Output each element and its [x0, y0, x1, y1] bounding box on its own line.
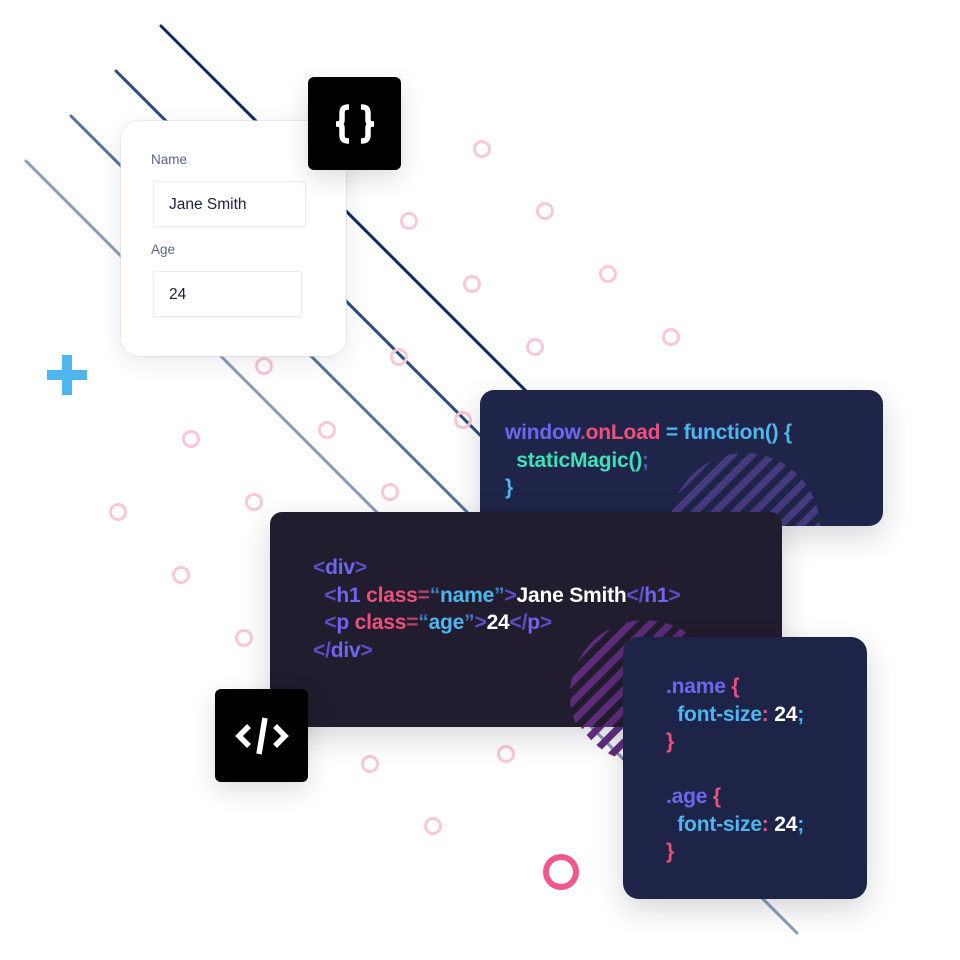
indent: [313, 611, 324, 634]
html-token: p: [527, 611, 540, 634]
css-token: }: [666, 840, 674, 863]
code-tag-icon: [215, 689, 308, 782]
html-token: >: [360, 638, 373, 662]
pink-dot: [318, 421, 336, 439]
html-token: div: [330, 638, 361, 662]
html-token: Jane Smith: [516, 583, 627, 607]
pink-dot: [473, 140, 491, 158]
html-token: ”: [494, 583, 505, 607]
pink-dot: [390, 348, 408, 366]
html-code: <div> <h1 class=“name”>Jane Smith</h1> <…: [313, 554, 681, 664]
html-token: “: [429, 583, 441, 607]
html-token: h1: [336, 583, 361, 607]
pink-dot: [109, 503, 127, 521]
css-token: .name: [666, 675, 726, 698]
css-token: {: [725, 675, 740, 698]
js-token: }: [505, 476, 513, 499]
css-token: :: [761, 812, 769, 836]
pink-dot: [400, 212, 418, 230]
html-token: age: [428, 611, 465, 634]
pink-dot: [235, 629, 253, 647]
css-token: }: [666, 730, 674, 753]
name-label: Name: [151, 152, 188, 167]
pink-dot: [536, 202, 554, 220]
pink-dot: [381, 483, 399, 501]
html-token: name: [440, 583, 495, 607]
html-token: >: [668, 583, 681, 607]
js-code: window.onLoad = function() { staticMagic…: [505, 419, 792, 502]
pink-dot: [599, 265, 617, 283]
html-token: “: [418, 611, 429, 634]
css-token: font-size: [666, 812, 762, 836]
html-token: <: [324, 583, 337, 607]
profile-form-card: Name Jane Smith Age 24: [121, 121, 346, 356]
html-token: =: [417, 583, 430, 607]
css-token: .age: [666, 785, 708, 808]
js-token: ;: [642, 448, 649, 472]
pink-dot: [245, 493, 263, 511]
pink-dot: [172, 566, 190, 584]
html-token: <: [324, 611, 337, 634]
html-token: =: [406, 611, 419, 634]
js-token: onLoad: [585, 421, 661, 444]
html-token: >: [354, 556, 367, 579]
age-field[interactable]: 24: [153, 271, 302, 317]
js-token: =: [660, 421, 684, 444]
html-token: ”: [464, 611, 475, 634]
html-token: <: [313, 556, 326, 579]
css-token: ;: [797, 812, 804, 836]
html-token: class: [349, 611, 407, 634]
html-token: >: [539, 611, 552, 634]
css-token: font-size: [666, 702, 762, 726]
pink-dot: [424, 817, 442, 835]
pink-dot: [454, 411, 472, 429]
css-token: ;: [797, 702, 804, 726]
css-token: 24: [768, 702, 798, 726]
pink-dots: [109, 140, 680, 835]
curly-braces-icon: [308, 77, 401, 170]
pink-dot: [662, 328, 680, 346]
pink-dot: [463, 275, 481, 293]
css-code: .name { font-size: 24; } .age { font-siz…: [666, 673, 804, 866]
html-token: </: [313, 638, 331, 662]
html-token: div: [325, 556, 355, 579]
indent: [313, 584, 324, 607]
curly-braces-glyph: [335, 103, 374, 144]
js-token: .: [580, 421, 586, 444]
html-token: h1: [644, 583, 669, 607]
html-token: >: [474, 611, 487, 634]
code-tag-glyph: [234, 717, 289, 754]
pink-dot: [526, 338, 544, 356]
name-field[interactable]: Jane Smith: [153, 181, 306, 227]
js-code-card: window.onLoad = function() { staticMagic…: [480, 390, 883, 526]
html-token: >: [504, 583, 517, 607]
css-token: {: [707, 785, 721, 808]
js-token: function() {: [683, 421, 793, 444]
html-token: class: [360, 583, 418, 607]
pink-dot: [361, 755, 379, 773]
js-token: window: [505, 421, 581, 444]
css-token: :: [761, 702, 769, 726]
pink-dot: [497, 745, 515, 763]
pink-ring: [543, 854, 579, 890]
pink-dot: [182, 430, 200, 448]
html-token: </: [626, 583, 645, 607]
css-token: 24: [768, 812, 798, 836]
pink-dot: [255, 357, 273, 375]
html-token: p: [336, 611, 349, 634]
indent: [505, 449, 516, 472]
css-code-card: .name { font-size: 24; } .age { font-siz…: [623, 637, 867, 899]
html-token: 24: [486, 611, 510, 634]
plus-icon: [47, 355, 87, 395]
html-token: </: [509, 611, 528, 634]
js-token: staticMagic(): [516, 448, 643, 472]
age-label: Age: [151, 242, 176, 257]
